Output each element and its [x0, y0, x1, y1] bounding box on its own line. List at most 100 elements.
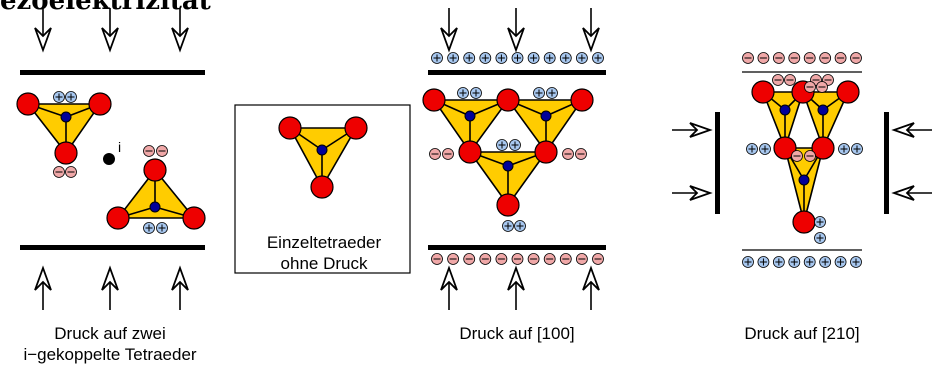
negative-charge — [784, 74, 796, 86]
pressure-arrow-up — [101, 265, 119, 310]
oxygen-atom — [54, 141, 78, 165]
pressure-arrow-up — [507, 265, 525, 310]
pressure-arrow-right — [672, 185, 713, 201]
positive-charge — [592, 52, 604, 64]
silicon-atom — [316, 144, 328, 156]
silicon-atom — [779, 104, 791, 116]
pressure-plate-top — [428, 70, 606, 75]
positive-charge — [819, 256, 832, 268]
positive-charge — [746, 143, 758, 155]
positive-charge-row — [742, 256, 862, 268]
pressure-arrow-left — [891, 122, 932, 138]
oxygen-atom — [836, 80, 860, 104]
negative-charge — [772, 74, 784, 86]
interstitial-label: i — [118, 139, 121, 155]
panel-b-caption-line1: Einzeltetraeder — [266, 233, 382, 252]
negative-charge — [819, 52, 832, 64]
negative-charge — [803, 52, 816, 64]
negative-charge — [442, 148, 454, 160]
panel-a-caption-line1: Druck auf zwei — [54, 324, 166, 343]
positive-charge — [757, 256, 770, 268]
negative-charge — [850, 52, 862, 64]
positive-charge — [814, 216, 826, 228]
positive-charge — [527, 52, 540, 64]
tetrahedron — [106, 158, 206, 230]
positive-charge — [546, 87, 558, 99]
positive-charge — [533, 87, 545, 99]
pressure-plate-top — [20, 70, 205, 75]
pressure-arrow-down — [171, 8, 189, 53]
interstitial-ion: i — [103, 139, 121, 165]
positive-charge — [838, 143, 850, 155]
pressure-plate-right — [884, 112, 889, 214]
negative-charge — [559, 253, 572, 265]
figure-title: ezoelektrizität — [0, 0, 211, 16]
positive-charge — [502, 220, 514, 232]
oxygen-atom — [88, 92, 112, 116]
oxygen-atom — [496, 193, 520, 217]
silicon-atom — [464, 110, 476, 122]
panel-d-caption: Druck auf [210] — [744, 324, 860, 343]
pressure-arrow-up — [34, 265, 52, 310]
silicon-atom — [502, 160, 514, 172]
oxygen-atom — [106, 206, 130, 230]
pressure-plate-bottom — [20, 245, 205, 250]
negative-charge — [772, 52, 785, 64]
panel-a-caption-line2: i−gekoppelte Tetraeder — [23, 345, 197, 364]
oxygen-atom — [344, 116, 368, 140]
positive-charge — [496, 139, 508, 151]
silicon-atom — [60, 111, 72, 123]
negative-charge — [816, 81, 828, 93]
panel-a-caption: Druck auf zwei i−gekoppelte Tetraeder — [0, 323, 220, 365]
positive-charge — [788, 256, 801, 268]
positive-charge — [803, 256, 816, 268]
positive-charge — [576, 52, 588, 64]
panel-d-charge-pairs — [746, 74, 863, 244]
oxygen-atom — [773, 136, 797, 160]
negative-charge — [576, 253, 588, 265]
pressure-arrow-up — [440, 265, 458, 310]
panel-a-two-coupled-tetrahedra: i — [16, 8, 206, 310]
negative-charge — [562, 148, 574, 160]
positive-charge — [850, 256, 862, 268]
positive-charge — [543, 52, 556, 64]
positive-charge — [431, 52, 443, 64]
negative-charge — [431, 253, 443, 265]
pressure-arrow-right — [672, 122, 713, 138]
oxygen-atom — [278, 116, 302, 140]
silicon-atom — [149, 201, 161, 213]
panel-a-top-arrows — [34, 8, 189, 53]
negative-charge-pair — [143, 145, 168, 157]
oxygen-atom — [422, 88, 446, 112]
positive-charge — [463, 52, 476, 64]
negative-charge — [788, 52, 801, 64]
oxygen-atom — [496, 88, 520, 112]
positive-charge-pair — [143, 222, 168, 234]
oxygen-atom — [570, 88, 594, 112]
pressure-plate-bottom — [428, 245, 606, 250]
oxygen-atom — [792, 210, 816, 234]
oxygen-atom — [751, 80, 775, 104]
negative-charge — [791, 150, 803, 162]
pressure-arrow-down — [582, 8, 600, 53]
positive-charge — [759, 143, 771, 155]
pressure-arrow-left — [891, 185, 932, 201]
silicon-atom — [798, 174, 810, 186]
pressure-plate-left — [715, 112, 720, 214]
positive-charge — [447, 52, 460, 64]
oxygen-atom — [458, 140, 482, 164]
positive-charge-row — [431, 52, 604, 64]
negative-charge — [463, 253, 476, 265]
positive-charge — [814, 232, 826, 244]
negative-charge — [757, 52, 770, 64]
negative-charge — [447, 253, 460, 265]
positive-charge — [514, 220, 526, 232]
oxygen-atom — [811, 136, 835, 160]
oxygen-atom — [534, 140, 558, 164]
negative-charge — [834, 52, 847, 64]
positive-charge — [479, 52, 492, 64]
panel-c-pressure-100 — [422, 8, 606, 310]
negative-charge — [742, 52, 754, 64]
tetrahedron — [16, 92, 112, 165]
